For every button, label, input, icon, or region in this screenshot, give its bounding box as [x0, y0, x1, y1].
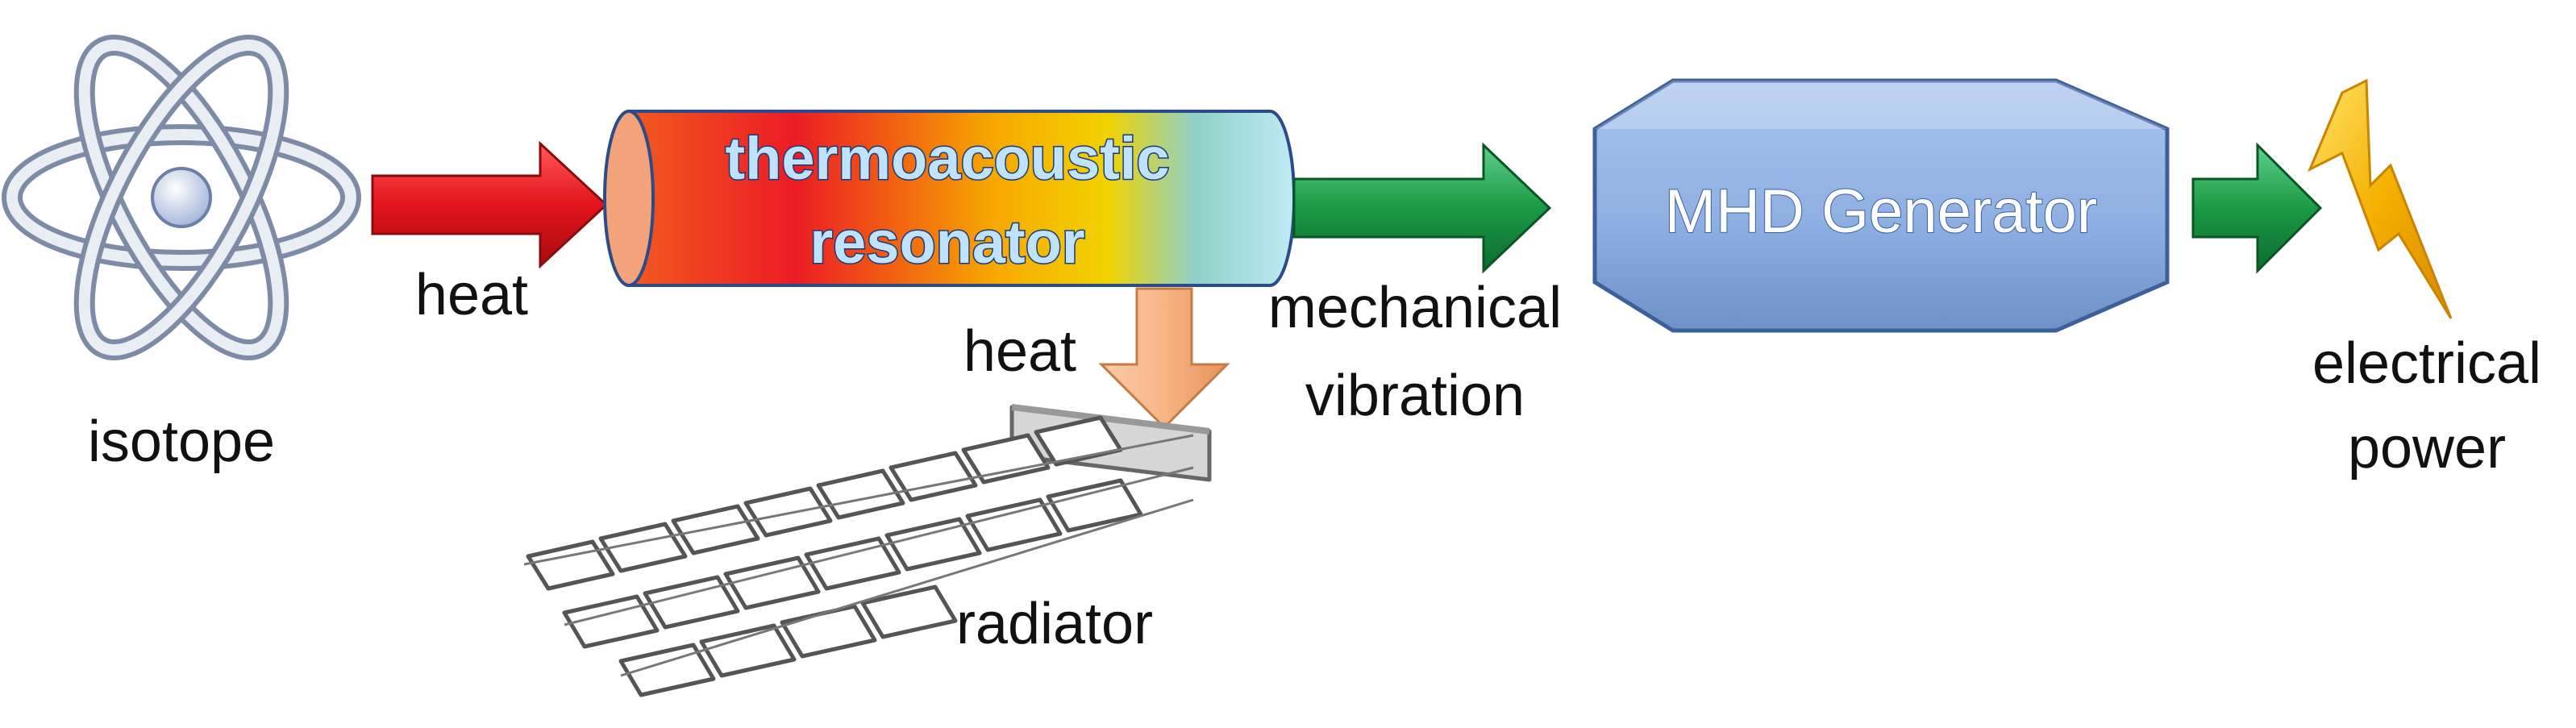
- heat-input-arrow: [371, 140, 609, 269]
- heat-input-label: heat: [415, 263, 528, 327]
- radiator-panels-icon: [523, 404, 1212, 697]
- mhd-generator: [1592, 78, 2170, 333]
- heat-output-arrow: [1098, 287, 1230, 430]
- isotope-label: isotope: [88, 410, 275, 474]
- electrical-label-line2: power: [2348, 416, 2506, 480]
- resonator-label-line2: resonator: [809, 209, 1084, 276]
- radiator-label: radiator: [956, 592, 1153, 656]
- power-output-arrow: [2191, 142, 2323, 274]
- mechanical-vibration-arrow: [1292, 142, 1552, 274]
- generator-label: MHD Generator: [1665, 177, 2097, 246]
- resonator-label-line1: thermoacoustic: [725, 125, 1169, 192]
- mechanical-label-line1: mechanical: [1268, 276, 1562, 340]
- electrical-label-line1: electrical: [2312, 331, 2541, 396]
- atom-icon: [2, 34, 361, 361]
- mechanical-label-line2: vibration: [1305, 364, 1525, 428]
- heat-output-label: heat: [963, 319, 1076, 384]
- lightning-bolt-icon: [2308, 78, 2453, 319]
